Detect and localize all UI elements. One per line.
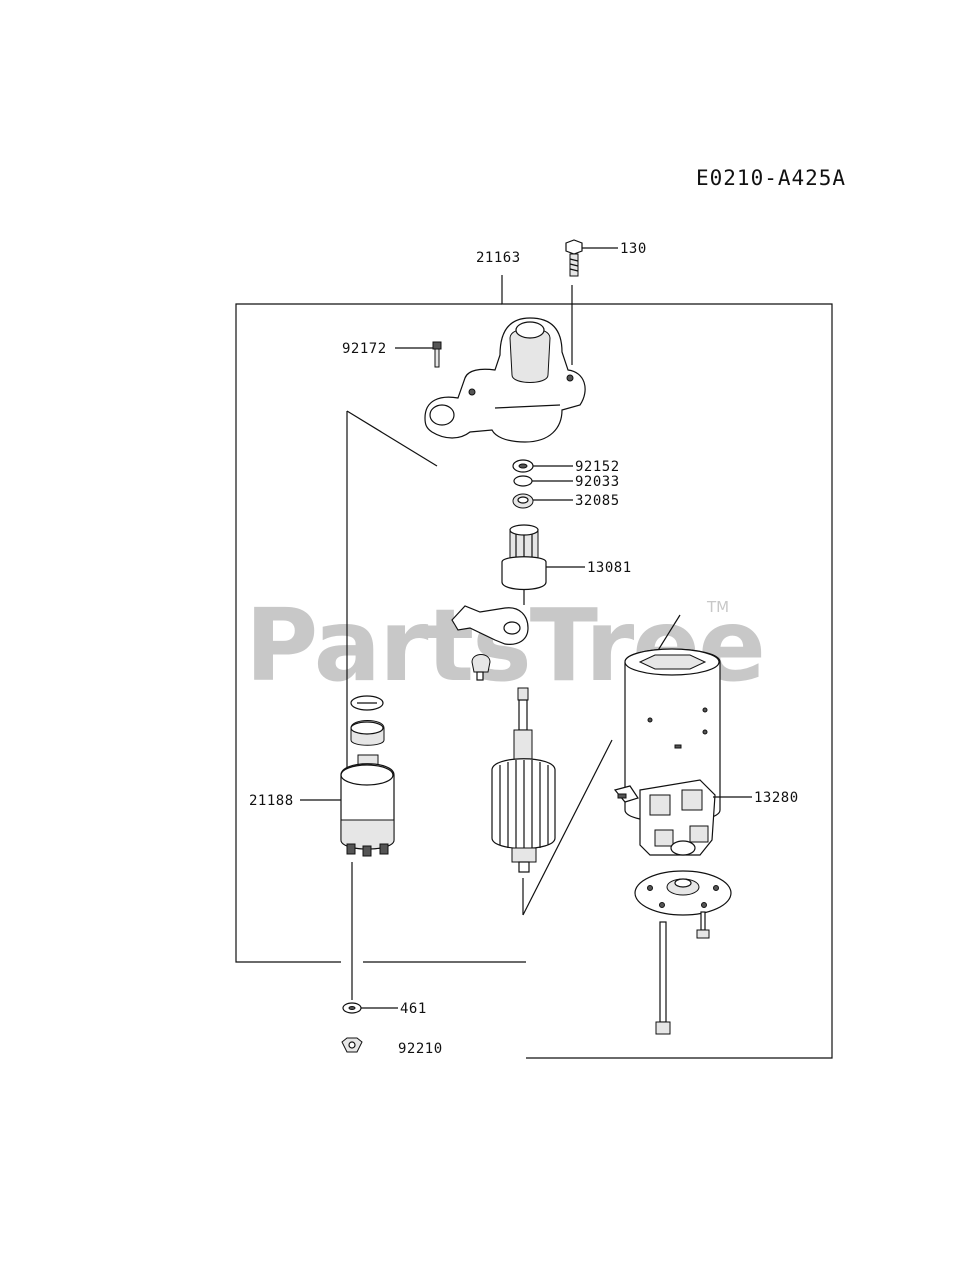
yoke-housing[interactable] (624, 648, 721, 823)
part-label-130[interactable]: 130 (620, 241, 647, 257)
through-bolt[interactable] (655, 921, 671, 1035)
part-label-21163[interactable]: 21163 (476, 250, 521, 266)
shift-lever[interactable] (451, 605, 529, 645)
plate-screw[interactable] (696, 911, 710, 939)
part-label-92152[interactable]: 92152 (575, 459, 620, 475)
brush-holder-13280[interactable] (613, 779, 716, 856)
part-label-461[interactable]: 461 (400, 1001, 427, 1017)
diagram-code: E0210-A425A (696, 166, 846, 190)
armature[interactable] (491, 687, 556, 873)
bushing-32085[interactable] (512, 493, 534, 509)
solenoid-21188[interactable] (340, 754, 395, 857)
nut-92210[interactable] (341, 1037, 363, 1053)
part-label-13081[interactable]: 13081 (587, 560, 632, 576)
screw-92172[interactable] (432, 341, 442, 368)
washer-92152[interactable] (512, 459, 534, 473)
watermark-trademark: TM (706, 598, 729, 616)
housing-21163[interactable] (424, 317, 586, 443)
solenoid-plunger[interactable] (350, 695, 385, 746)
end-plate[interactable] (634, 870, 732, 916)
part-label-92210[interactable]: 92210 (398, 1041, 443, 1057)
callouts: 130 21163 92172 92152 92033 32085 13081 … (249, 241, 799, 1057)
bolt-130[interactable] (565, 239, 583, 365)
assembly-frame (235, 275, 833, 1059)
part-label-92033[interactable]: 92033 (575, 474, 620, 490)
pinion-13081[interactable] (501, 524, 547, 605)
o-ring-92033[interactable] (513, 475, 533, 487)
washer-461[interactable] (342, 1002, 362, 1014)
part-label-21188[interactable]: 21188 (249, 793, 294, 809)
brush-ring[interactable] (670, 840, 696, 856)
part-label-32085[interactable]: 32085 (575, 493, 620, 509)
lever-pivot[interactable] (471, 654, 491, 681)
part-label-13280[interactable]: 13280 (754, 790, 799, 806)
part-label-92172[interactable]: 92172 (342, 341, 387, 357)
